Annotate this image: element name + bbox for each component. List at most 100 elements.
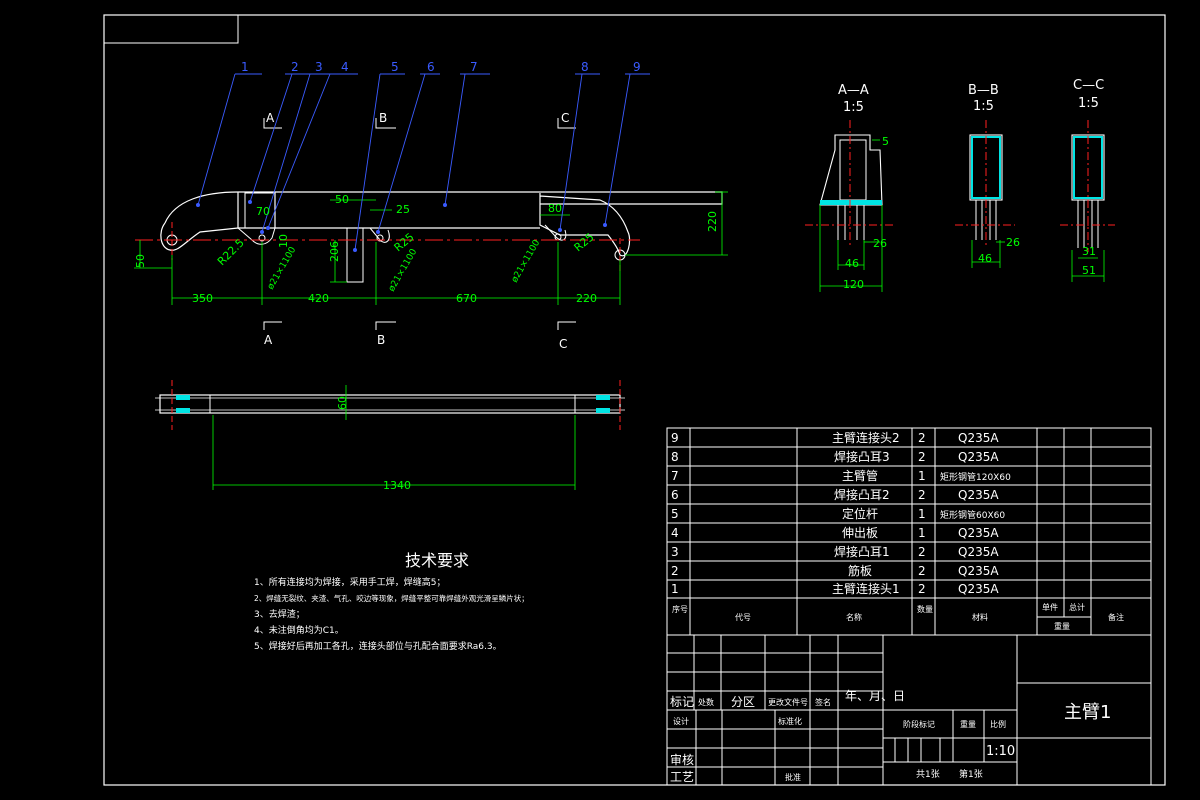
tb-scale-value: 1:10	[986, 744, 1015, 759]
bom-no: 4	[671, 526, 679, 540]
tb-biaozhunhua: 标准化	[778, 716, 802, 726]
bom-header-unit: 单件	[1042, 602, 1058, 612]
tech-requirement-item: 4、未注倒角均为C1。	[254, 624, 344, 636]
tb-qianming: 签名	[815, 697, 831, 707]
bom-name: 焊接凸耳3	[834, 449, 890, 464]
bom-qty: 1	[918, 507, 926, 521]
bom-qty: 2	[918, 564, 926, 578]
dim-60: 60	[336, 396, 349, 410]
section-mark-c-bottom: C	[559, 337, 567, 351]
bom-material: Q235A	[958, 582, 999, 596]
bom-no: 6	[671, 488, 679, 502]
bom-name: 主臂连接头1	[832, 581, 900, 596]
tb-sheji: 设计	[673, 716, 689, 726]
dim-section-cc-51: 51	[1082, 264, 1096, 277]
dim-50-vertical: 50	[134, 254, 147, 268]
section-cc-title: C—C	[1073, 78, 1104, 93]
bom-no: 1	[671, 582, 679, 596]
tech-requirement-item: 3、去焊渣；	[254, 608, 305, 620]
section-bb-scale: 1:5	[973, 99, 994, 114]
dim-50: 50	[335, 193, 349, 206]
balloon-9: 9	[633, 60, 641, 74]
dim-1340: 1340	[383, 479, 411, 492]
plan-view	[155, 380, 625, 490]
bom-name: 焊接凸耳2	[834, 487, 890, 502]
section-cc	[1060, 120, 1115, 282]
bom-no: 2	[671, 564, 679, 578]
bom-name: 筋板	[848, 563, 872, 578]
section-mark-a-bottom: A	[264, 333, 273, 347]
section-aa	[805, 120, 895, 292]
bom-no: 8	[671, 450, 679, 464]
dim-80: 80	[548, 202, 562, 215]
tb-gengai: 更改文件号	[768, 697, 808, 707]
bom-material: Q235A	[958, 526, 999, 540]
tb-fenqu: 分区	[731, 695, 755, 709]
balloon-5: 5	[391, 60, 399, 74]
bom-name: 主臂管	[842, 468, 878, 483]
bom-qty: 2	[918, 431, 926, 445]
bom-header-name: 名称	[846, 612, 862, 622]
dim-phi-1: ø21×1100	[266, 245, 298, 291]
part-name: 主臂1	[1064, 702, 1111, 723]
tb-nianyueri: 年、月、日	[845, 689, 905, 703]
dim-220-horizontal: 220	[576, 292, 597, 305]
section-bb-title: B—B	[968, 83, 999, 98]
bom-no: 7	[671, 469, 679, 483]
dim-r25-right: R25	[572, 230, 597, 254]
bom-grid	[666, 427, 1152, 636]
dim-220-vertical: 220	[706, 211, 719, 232]
section-mark-b-bottom: B	[377, 333, 385, 347]
bom-header-note: 备注	[1108, 612, 1124, 622]
section-mark-c-top: C	[561, 111, 569, 125]
section-cc-scale: 1:5	[1078, 96, 1099, 111]
bom-header-weight: 重量	[1054, 621, 1070, 631]
dim-10: 10	[277, 234, 290, 248]
tb-biaoji: 标记	[670, 695, 694, 709]
bom-header-total: 总计	[1069, 602, 1085, 612]
bom-name: 焊接凸耳1	[834, 544, 890, 559]
balloon-8: 8	[581, 60, 589, 74]
dim-670: 670	[456, 292, 477, 305]
drawing-border	[103, 14, 1166, 786]
dim-section-cc-31: 31	[1082, 245, 1096, 258]
bom-header-qty: 数量	[917, 604, 933, 614]
section-mark-a-top: A	[266, 111, 275, 125]
balloon-3: 3	[315, 60, 323, 74]
tb-jieduan: 阶段标记	[903, 719, 935, 729]
bom-material: 矩形钢管120X60	[940, 471, 1011, 483]
bom-material: Q235A	[958, 450, 999, 464]
section-aa-scale: 1:5	[843, 100, 864, 115]
dim-phi-3: ø21×1100	[510, 238, 542, 284]
dim-section-aa-26: 26	[873, 237, 887, 250]
dim-420: 420	[308, 292, 329, 305]
code-box	[103, 14, 239, 44]
section-mark-b-top: B	[379, 111, 387, 125]
bom-no: 9	[671, 431, 679, 445]
dim-section-bb-46: 46	[978, 252, 992, 265]
tb-gongyi: 工艺	[670, 770, 694, 784]
dim-350: 350	[192, 292, 213, 305]
tech-requirements-title: 技术要求	[405, 551, 469, 570]
bom-qty: 1	[918, 469, 926, 483]
dim-r22-5: R22.5	[215, 236, 247, 268]
bom-name: 伸出板	[842, 526, 878, 540]
bom-qty: 2	[918, 488, 926, 502]
bom-name: 主臂连接头2	[832, 430, 900, 445]
tb-chushu: 处数	[698, 697, 714, 707]
dim-section-bb-26: 26	[1006, 236, 1020, 249]
tech-requirement-item: 1、所有连接均为焊接，采用手工焊，焊缝高5；	[254, 576, 445, 588]
bom-header-no: 序号	[672, 604, 688, 614]
tb-pizhun: 批准	[785, 772, 801, 782]
bom-name: 定位杆	[842, 506, 878, 521]
bom-qty: 1	[918, 526, 926, 540]
bom-material: Q235A	[958, 564, 999, 578]
bom-qty: 2	[918, 545, 926, 559]
balloon-6: 6	[427, 60, 435, 74]
balloon-4: 4	[341, 60, 349, 74]
tb-sheet-number: 第1张	[959, 768, 983, 780]
bom-material: Q235A	[958, 488, 999, 502]
balloon-7: 7	[470, 60, 478, 74]
dim-25: 25	[396, 203, 410, 216]
